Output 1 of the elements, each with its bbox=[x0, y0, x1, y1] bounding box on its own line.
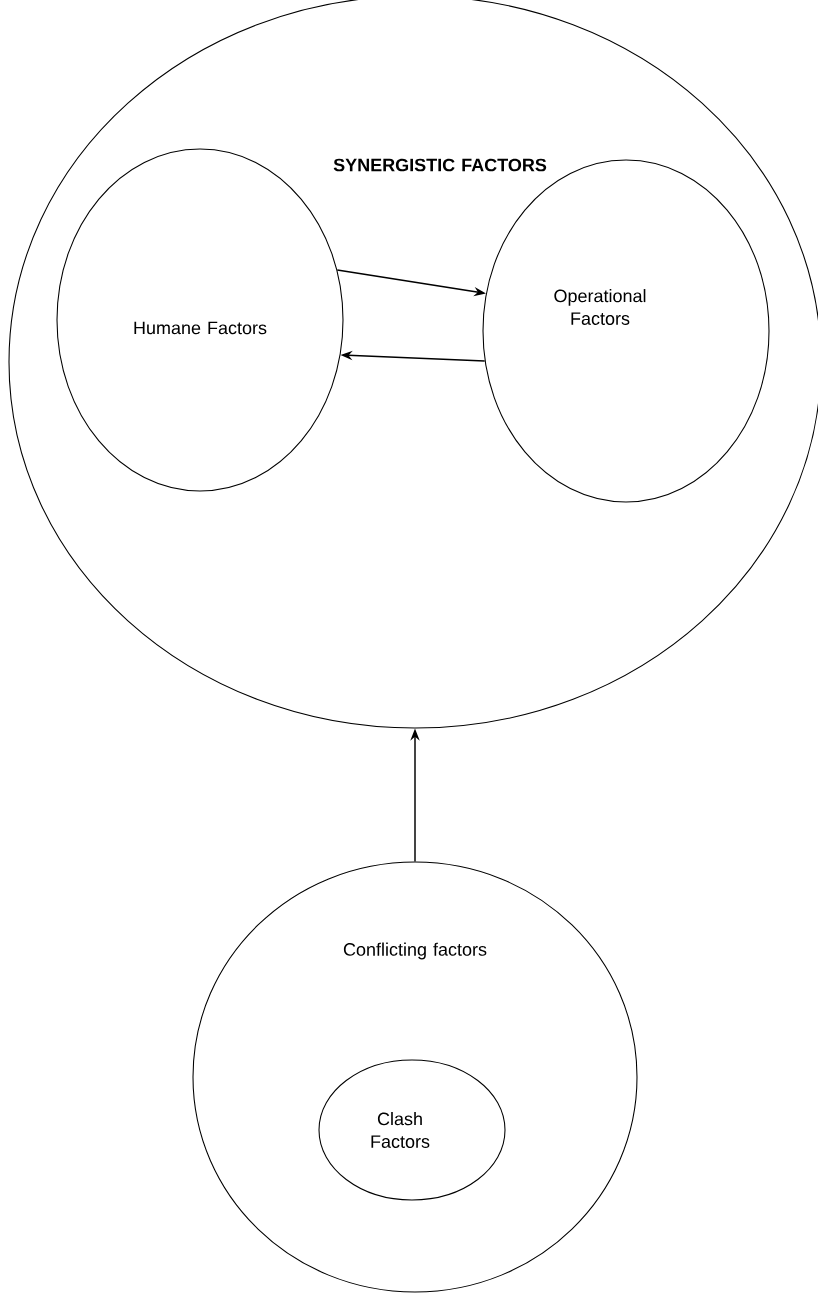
ellipse-node: Clash Factors bbox=[318, 1059, 506, 1201]
